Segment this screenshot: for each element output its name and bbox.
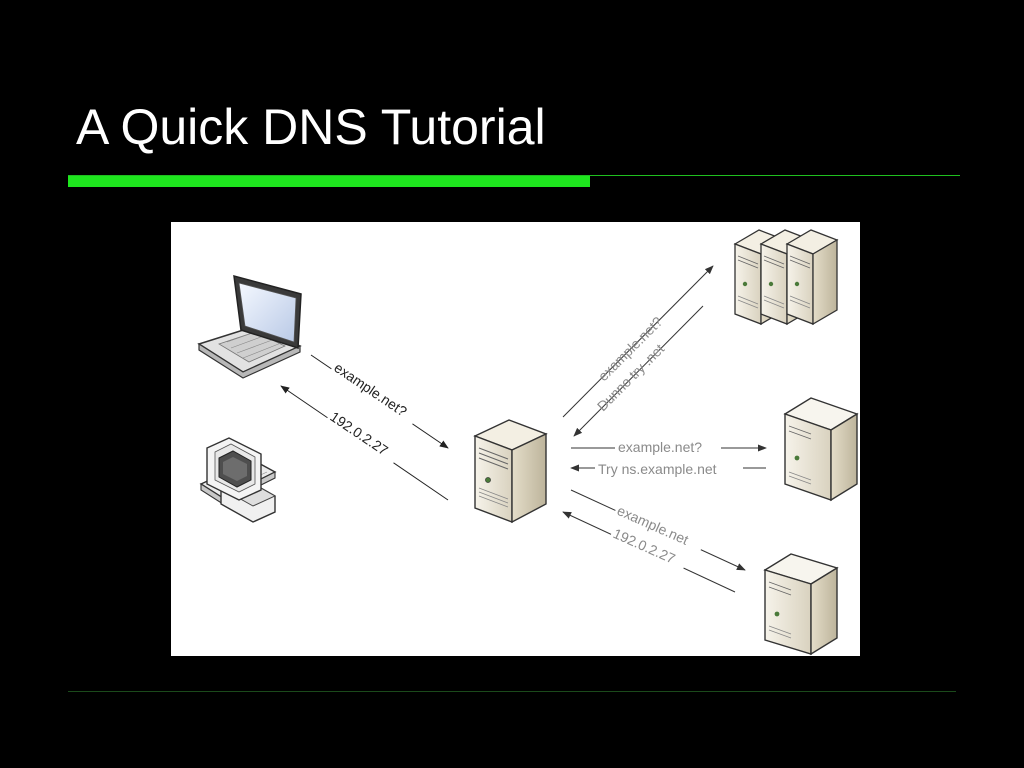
root-servers-icon [733, 229, 839, 326]
root-query-arrow [562, 265, 714, 418]
net-server-icon [783, 397, 859, 502]
slide-title: A Quick DNS Tutorial [76, 99, 546, 155]
tld-reply-label: Try ns.example.net [598, 461, 717, 477]
tld-query-label: example.net? [618, 439, 702, 455]
client-answer-label: 192.0.2.27 [327, 408, 391, 458]
title-accent-bar [68, 176, 590, 187]
dns-resolver-server-icon [473, 419, 548, 524]
dns-diagram: example.net? 192.0.2.27 example.net? Dun… [171, 222, 860, 656]
title-divider-line [68, 175, 960, 176]
footer-divider-line [68, 691, 956, 692]
authoritative-server-icon [763, 553, 839, 656]
root-reply-arrow [573, 305, 704, 437]
desktop-computer-icon [199, 437, 277, 523]
laptop-icon [197, 274, 302, 379]
client-query-label: example.net? [331, 359, 410, 419]
